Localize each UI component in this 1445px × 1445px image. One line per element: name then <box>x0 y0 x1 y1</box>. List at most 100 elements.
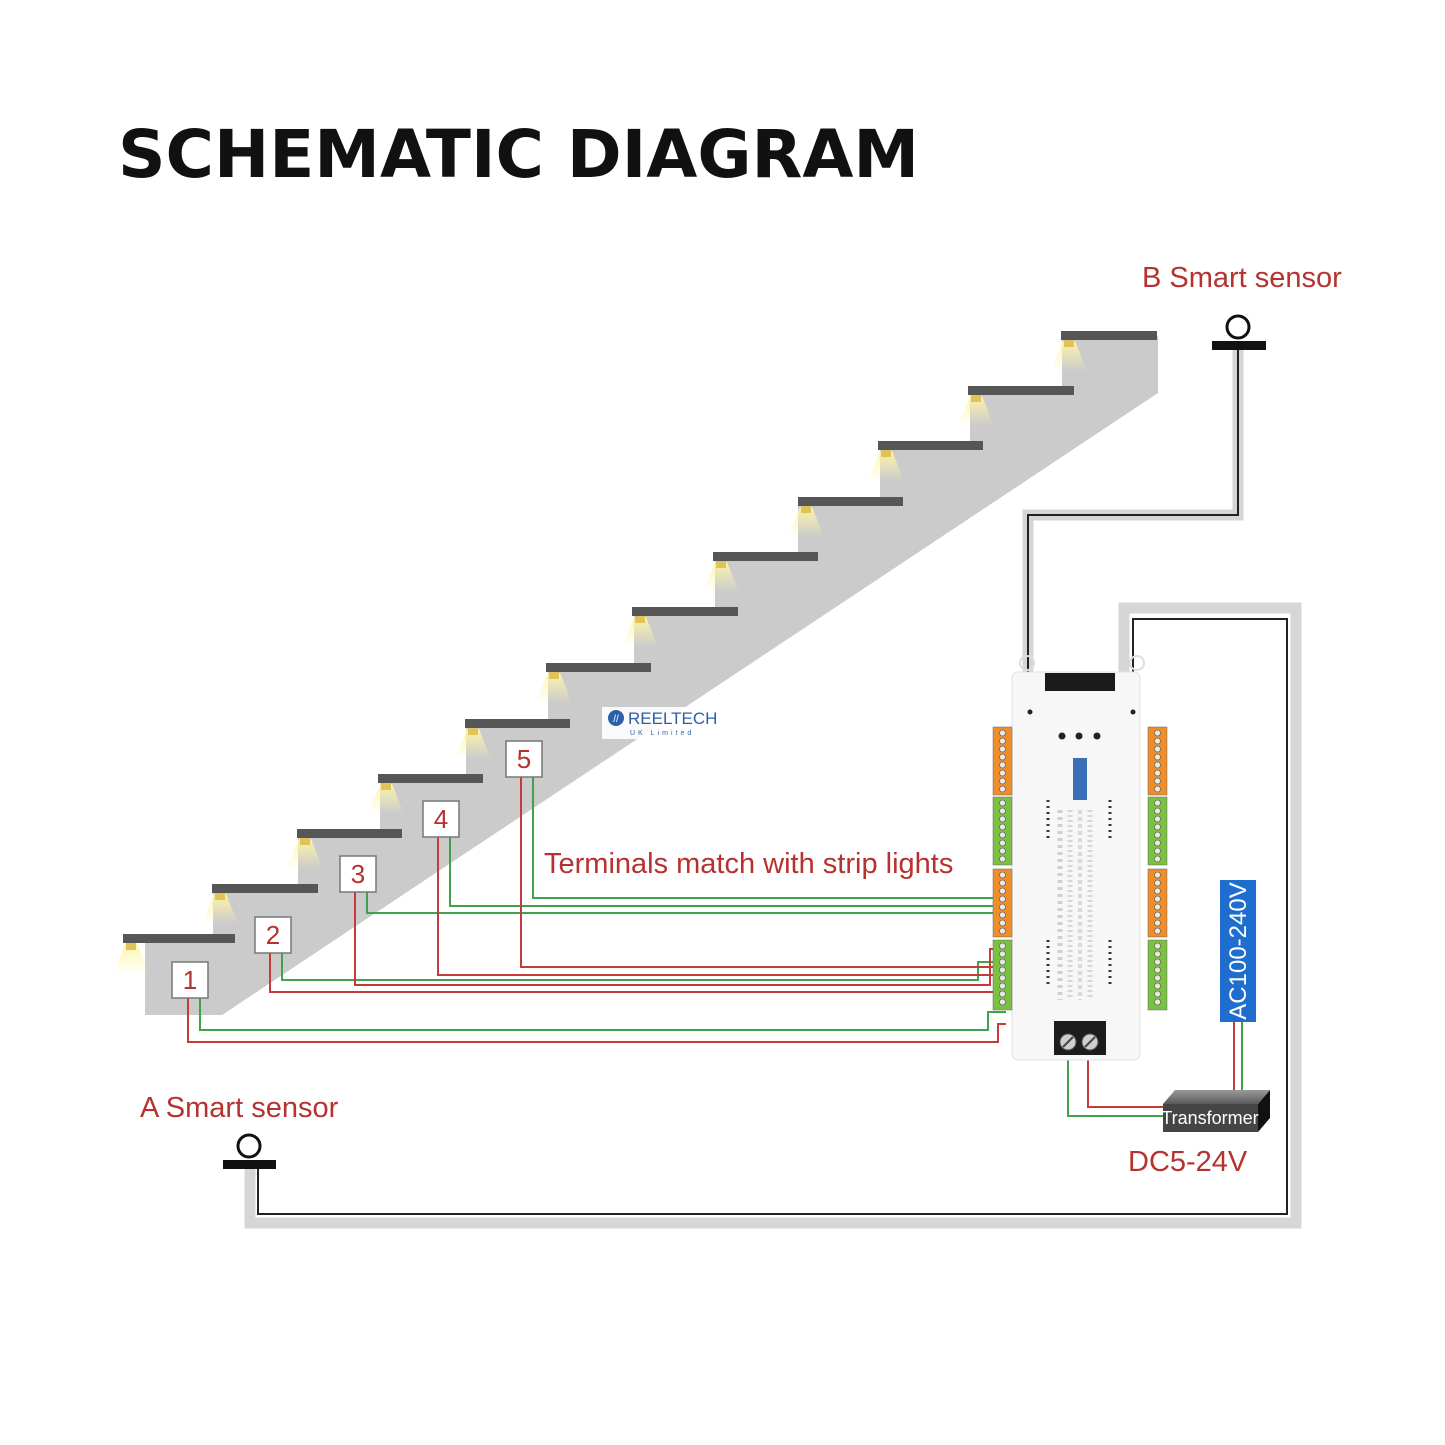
terminal-screw-icon <box>999 799 1006 807</box>
terminal-screw-icon <box>1154 729 1161 737</box>
controller <box>992 655 1168 1061</box>
terminal-screw-icon <box>999 982 1006 990</box>
transformer-label: Transformer <box>1161 1108 1258 1128</box>
sensor-base <box>223 1160 276 1169</box>
terminal-screw-icon <box>1154 799 1161 807</box>
step-box-frame <box>171 961 209 999</box>
stair-tread <box>536 663 651 703</box>
page-title: SCHEMATIC DIAGRAM <box>118 116 919 193</box>
terminal-screw-icon <box>999 998 1006 1006</box>
ac-label: AC100-240V <box>1225 882 1252 1019</box>
step-number: 5 <box>517 744 531 774</box>
tread <box>798 497 903 506</box>
step-number: 3 <box>351 859 365 889</box>
step-box-frame <box>254 916 292 954</box>
led-indicator <box>1075 732 1083 740</box>
step-box-3: 3 <box>339 855 377 893</box>
terminal-body <box>1147 796 1168 866</box>
terminal-screw-icon <box>999 903 1006 911</box>
staircase <box>113 331 1158 1015</box>
terminal-block <box>1147 868 1168 938</box>
logo-brand: REELTECH <box>628 709 717 728</box>
light-glow <box>1051 341 1087 371</box>
terminal-blocks <box>992 726 1168 1011</box>
terminal-screw-icon <box>999 777 1006 785</box>
terminal-screw-icon <box>999 919 1006 927</box>
terminal-block <box>992 939 1013 1011</box>
logo-subtitle: UK Limited <box>630 730 694 737</box>
terminal-screw-icon <box>1154 990 1161 998</box>
stair-body <box>145 336 1158 1015</box>
terminal-screw-icon <box>999 785 1006 793</box>
light-glow <box>703 562 739 592</box>
svg-text://: // <box>613 714 619 725</box>
controller-body <box>1011 671 1141 1061</box>
ac-input-box: AC100-240V <box>1220 880 1256 1022</box>
step-box-frame <box>505 740 543 778</box>
terminal-screw-icon <box>999 823 1006 831</box>
stair-tread <box>202 884 318 924</box>
stair-tread <box>622 607 738 647</box>
strip-light-icon <box>126 943 136 950</box>
stair-tread <box>868 441 983 481</box>
terminal-screw-icon <box>999 950 1006 958</box>
terminal-body <box>992 868 1013 938</box>
controller-print <box>1027 709 1136 1000</box>
step-number: 1 <box>183 965 197 995</box>
b-sensor-label: B Smart sensor <box>1142 262 1342 294</box>
terminal-block <box>992 796 1013 866</box>
mount-hole-right <box>1129 655 1145 671</box>
transformer-side <box>1258 1090 1270 1132</box>
terminal-screw-icon <box>1154 927 1161 935</box>
tread <box>1061 331 1157 340</box>
power-wires <box>1067 1020 1243 1117</box>
light-glow <box>368 784 404 814</box>
strip-light-icon <box>381 783 391 790</box>
strip-light-icon <box>468 728 478 735</box>
terminal-screw-icon <box>999 839 1006 847</box>
sensor-icon <box>1225 314 1251 340</box>
light-glow <box>958 396 994 426</box>
tread <box>297 829 402 838</box>
watermark-logo: // REELTECH UK Limited <box>602 707 720 739</box>
terminal-screw-icon <box>1154 974 1161 982</box>
light-glow <box>788 507 824 537</box>
step-number: 4 <box>434 804 448 834</box>
terminal-screw-icon <box>999 871 1006 879</box>
terminal-screw-icon <box>1154 942 1161 950</box>
light-glow <box>287 839 323 869</box>
step-number: 2 <box>266 920 280 950</box>
terminal-screw-icon <box>999 895 1006 903</box>
strip-light-icon <box>635 616 645 623</box>
light-glow <box>868 451 904 481</box>
strip-wire <box>269 953 1006 993</box>
terminal-screw-icon <box>999 855 1006 863</box>
terminal-block <box>992 868 1013 938</box>
terminal-screw-icon <box>1154 777 1161 785</box>
tread <box>212 884 318 893</box>
terminal-screw-icon <box>999 927 1006 935</box>
controller-display <box>1073 758 1087 800</box>
terminals-label: Terminals match with strip lights <box>544 848 953 880</box>
transformer-top <box>1163 1090 1270 1104</box>
terminal-screw-icon <box>1154 966 1161 974</box>
terminal-screw-icon <box>999 974 1006 982</box>
sensor-icon <box>236 1133 262 1159</box>
terminal-screw-icon <box>1154 998 1161 1006</box>
terminal-screw-icon <box>1154 831 1161 839</box>
light-glow <box>536 673 572 703</box>
terminal-screw-icon <box>999 879 1006 887</box>
stair-tread <box>455 719 570 759</box>
transformer: Transformer <box>1161 1090 1270 1132</box>
terminal-screw-icon <box>1154 879 1161 887</box>
stair-tread <box>368 774 483 814</box>
strip-light-icon <box>716 561 726 568</box>
step-box-5: 5 <box>505 740 543 778</box>
strip-light-icon <box>801 506 811 513</box>
controller-connector <box>1045 673 1115 691</box>
strip-light-icon <box>549 672 559 679</box>
strip-light-icon <box>1064 340 1074 347</box>
step-box-4: 4 <box>422 800 460 838</box>
strip-wire <box>366 892 1006 914</box>
step-box-frame <box>339 855 377 893</box>
